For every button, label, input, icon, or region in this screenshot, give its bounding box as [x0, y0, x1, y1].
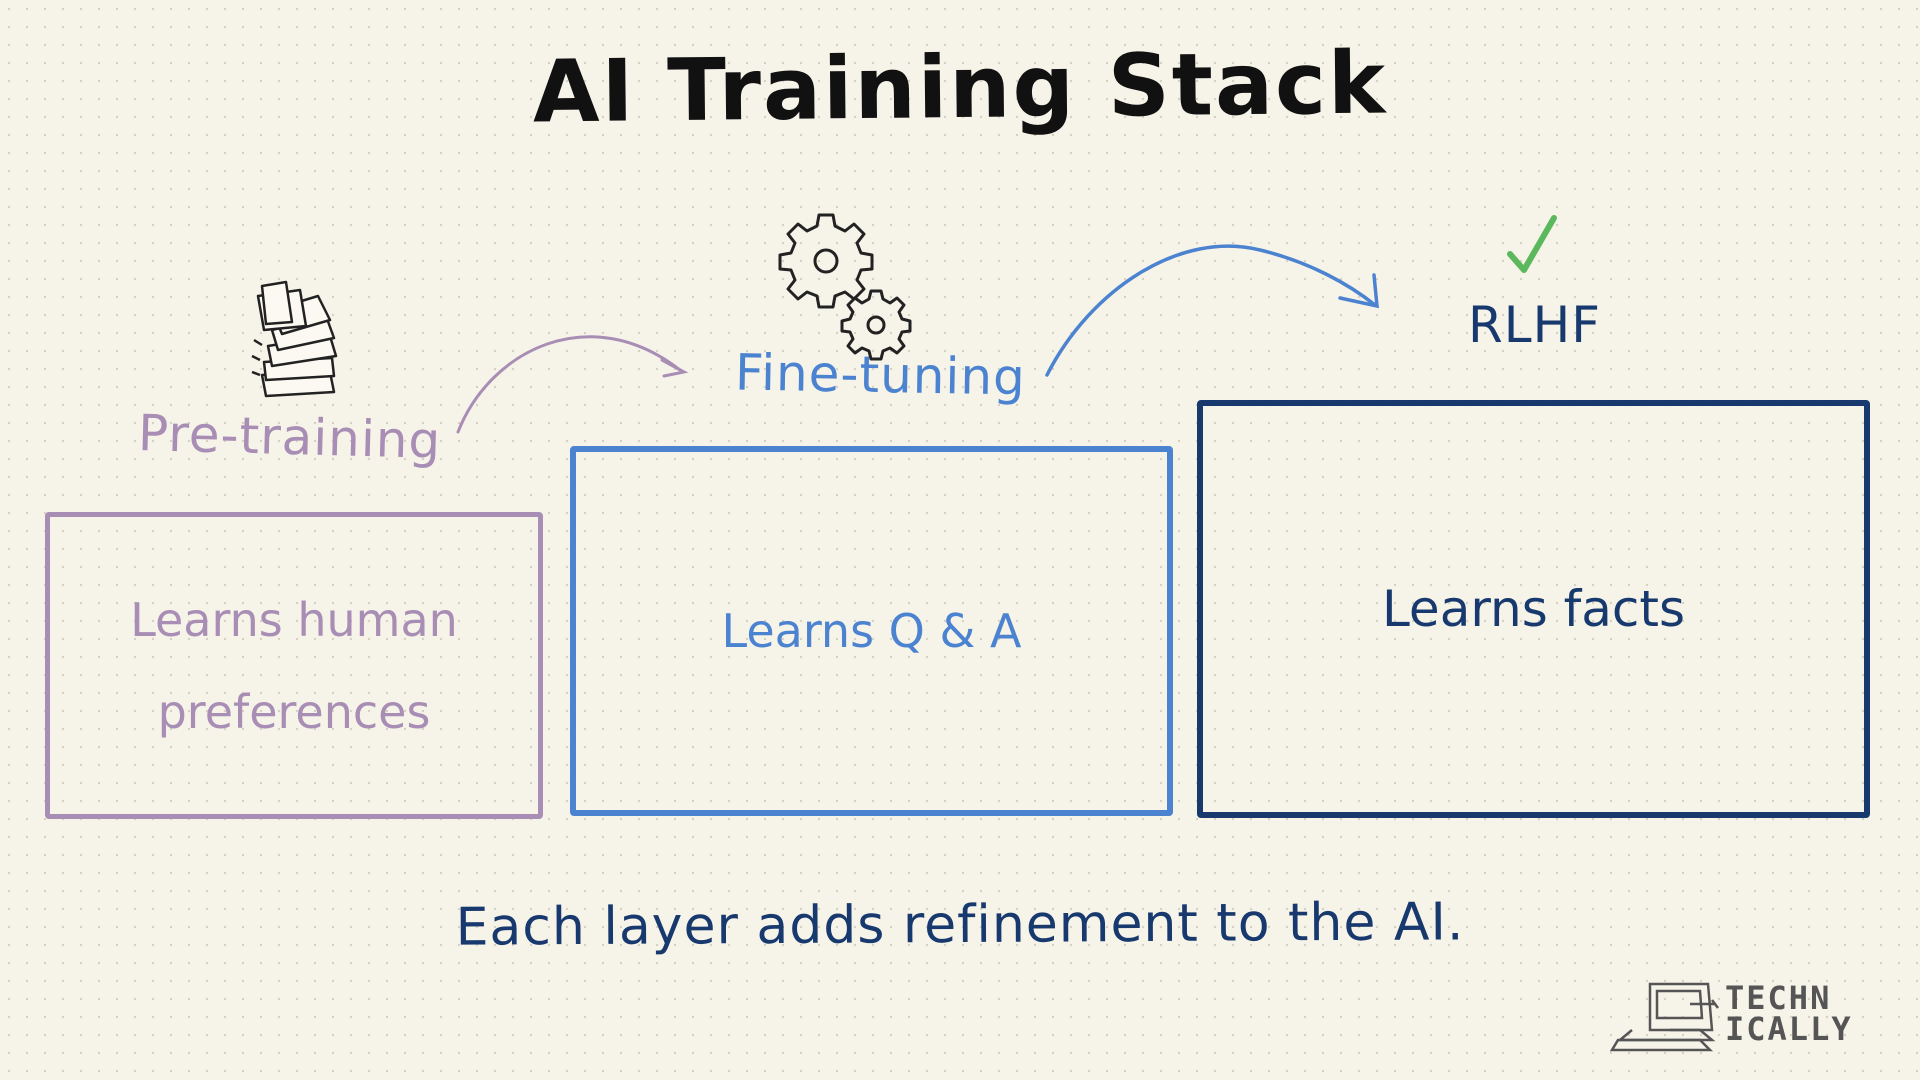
- diagram-caption: Each layer adds refinement to the AI.: [455, 892, 1465, 958]
- stage-box-rlhf: Learns facts: [1197, 400, 1870, 818]
- brand-logo-line2: ICALLY: [1725, 1010, 1853, 1048]
- stage-description-line: preferences: [157, 684, 431, 739]
- stage-box-finetuning: Learns Q & A: [570, 446, 1173, 816]
- stage-box-pretraining: Learns human preferences: [45, 512, 543, 819]
- stage-label-finetuning: Fine-tuning: [734, 343, 1027, 407]
- gears-icon: [778, 213, 912, 361]
- stage-description-line: Learns facts: [1381, 580, 1686, 638]
- stage-description-line: Learns human: [130, 592, 458, 647]
- stage-description-line: Learns Q & A: [721, 604, 1022, 658]
- stacked-papers-icon: [251, 280, 338, 398]
- stage-label-pretraining: Pre-training: [137, 404, 442, 470]
- brand-logo-line1: TECHN: [1725, 979, 1832, 1017]
- arrow-pretraining-to-finetuning: [456, 335, 689, 434]
- stage-label-rlhf: RLHF: [1468, 296, 1601, 354]
- brand-logo: TECHN ICALLY: [1725, 979, 1853, 1048]
- retro-computer-icon: [1609, 982, 1719, 1052]
- checkmark-icon: [1507, 215, 1557, 273]
- arrow-finetuning-to-rlhf: [1045, 244, 1379, 377]
